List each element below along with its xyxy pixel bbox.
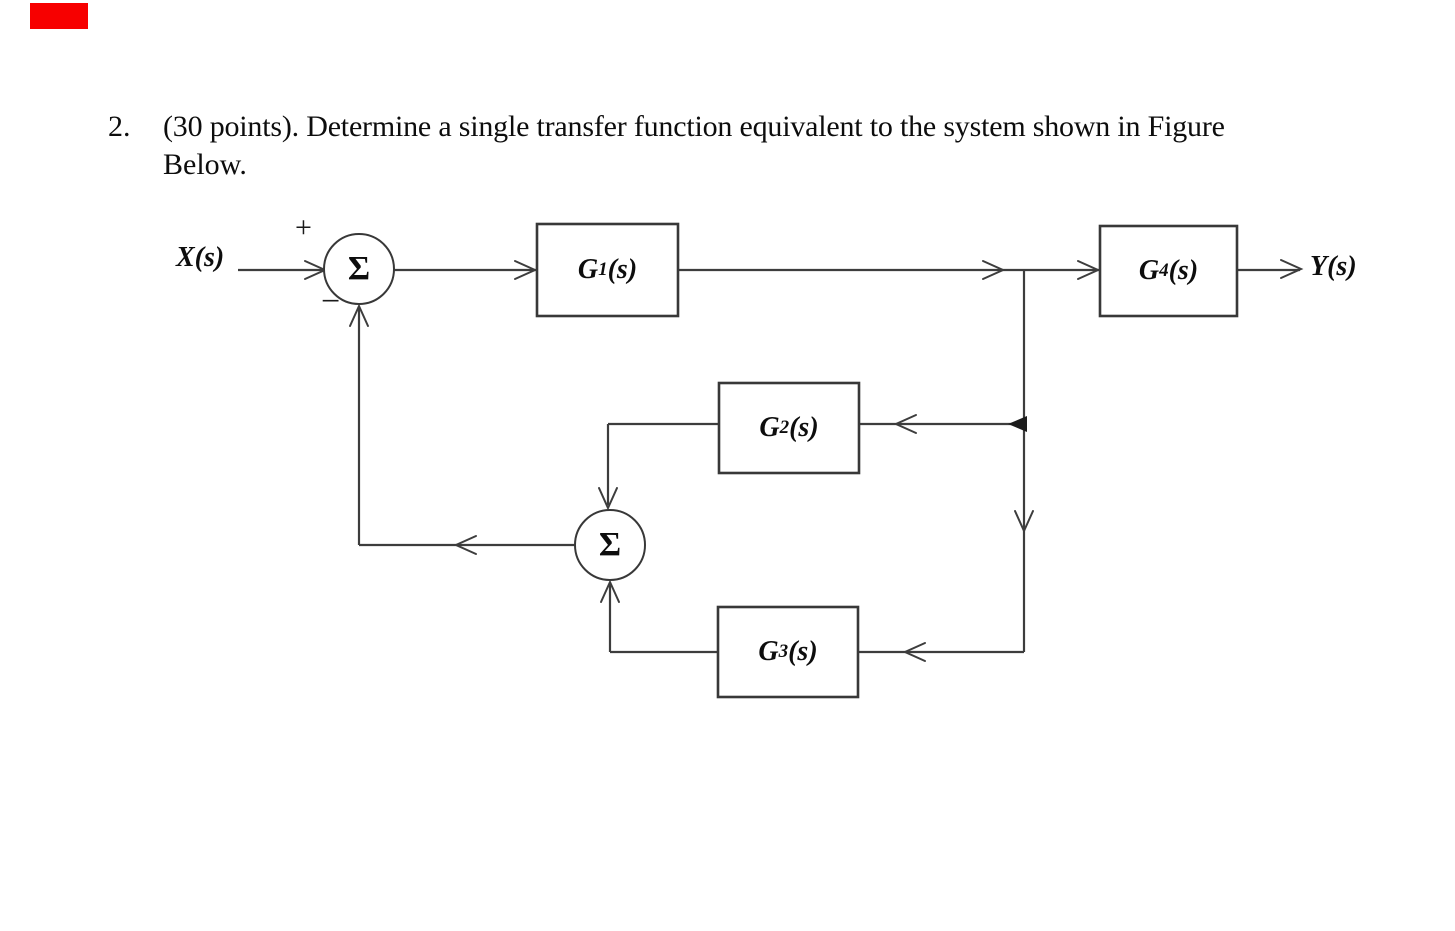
g2-prefix: G: [759, 412, 780, 443]
g1-prefix: G: [577, 254, 599, 285]
line-g3-to-summer2: [608, 584, 718, 654]
problem-statement-line1: (30 points). Determine a single transfer…: [163, 110, 1225, 143]
problem-number: 2.: [108, 110, 131, 143]
arrow-into-g2-icon: [893, 414, 917, 434]
arrow-into-summer2-bottom-icon: [600, 579, 620, 603]
arrow-into-summer2-top-icon: [598, 487, 618, 511]
problem-statement-line2: Below.: [163, 148, 247, 181]
arrow-to-output-icon: [1280, 259, 1304, 279]
red-redaction-mark: [30, 3, 88, 29]
g2-suffix: (s): [789, 412, 819, 443]
arrow-into-g3-icon: [902, 642, 926, 662]
arrow-into-g4-icon: [1077, 260, 1101, 280]
arrow-into-summer1-bottom-icon: [349, 303, 369, 327]
block-g4: [1098, 224, 1239, 318]
block-g3: [716, 605, 860, 699]
signal-lines: [238, 268, 1300, 654]
arrow-feedback-left-icon: [453, 535, 477, 555]
g1-suffix: (s): [607, 254, 638, 285]
arrow-before-junction-icon: [982, 260, 1006, 280]
transfer-function-blocks: [535, 222, 1239, 699]
input-signal-label: X(s): [176, 242, 225, 273]
summer1-sigma-label: Σ: [347, 250, 371, 287]
g3-prefix: G: [758, 636, 779, 667]
summer2-sigma-label: Σ: [598, 526, 622, 563]
output-signal-label: Y(s): [1310, 251, 1357, 282]
g4-prefix: G: [1138, 255, 1160, 286]
line-g2-to-summer2: [606, 422, 719, 505]
summing-junction-2: [574, 509, 646, 581]
block-g2: [717, 381, 861, 475]
line-summer2-to-summer1-feedback: [357, 308, 575, 547]
junction-node-icon: [1008, 416, 1027, 432]
block-g1: [535, 222, 680, 318]
minus-sign: −: [321, 283, 341, 320]
summing-junction-1: [323, 233, 395, 305]
arrowheads: [304, 259, 1304, 662]
g4-suffix: (s): [1168, 255, 1199, 286]
arrow-trunk-down-icon: [1014, 510, 1034, 534]
arrow-into-g1-icon: [514, 260, 538, 280]
plus-sign: +: [295, 211, 312, 244]
summing-junctions: [323, 233, 646, 581]
g3-suffix: (s): [788, 636, 818, 667]
